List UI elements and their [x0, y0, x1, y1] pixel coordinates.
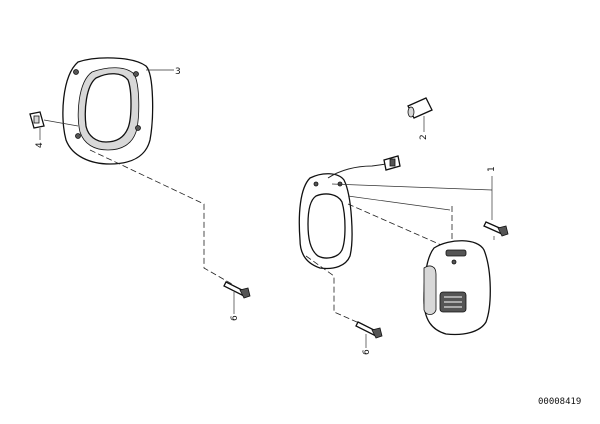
callout-4: 4: [35, 142, 45, 148]
cable: [327, 163, 387, 179]
assembly-line-left: [89, 149, 233, 285]
bulb-part-2: [407, 97, 433, 119]
callout-2: 2: [419, 134, 429, 140]
lamp-housing-frame: [298, 173, 353, 270]
screw-right-lower: [355, 321, 383, 339]
callout-1: 1: [487, 166, 497, 172]
callout-3: 3: [175, 67, 181, 77]
reference-number: 00008419: [538, 397, 581, 407]
screw-left: [223, 281, 251, 299]
connector: [383, 155, 401, 171]
callout-6-left: 6: [230, 315, 240, 321]
bezel-frame-left: [62, 57, 154, 165]
screw-right-upper: [483, 221, 509, 237]
callout-6-right: 6: [362, 349, 372, 355]
leader-4: [43, 119, 79, 127]
lamp-lens-cover: [423, 240, 491, 336]
clip-nut-part-4: [29, 111, 45, 129]
assembly-line-lens: [347, 203, 449, 249]
leader-1-b: [347, 195, 451, 211]
leader-1-a: [331, 183, 493, 191]
